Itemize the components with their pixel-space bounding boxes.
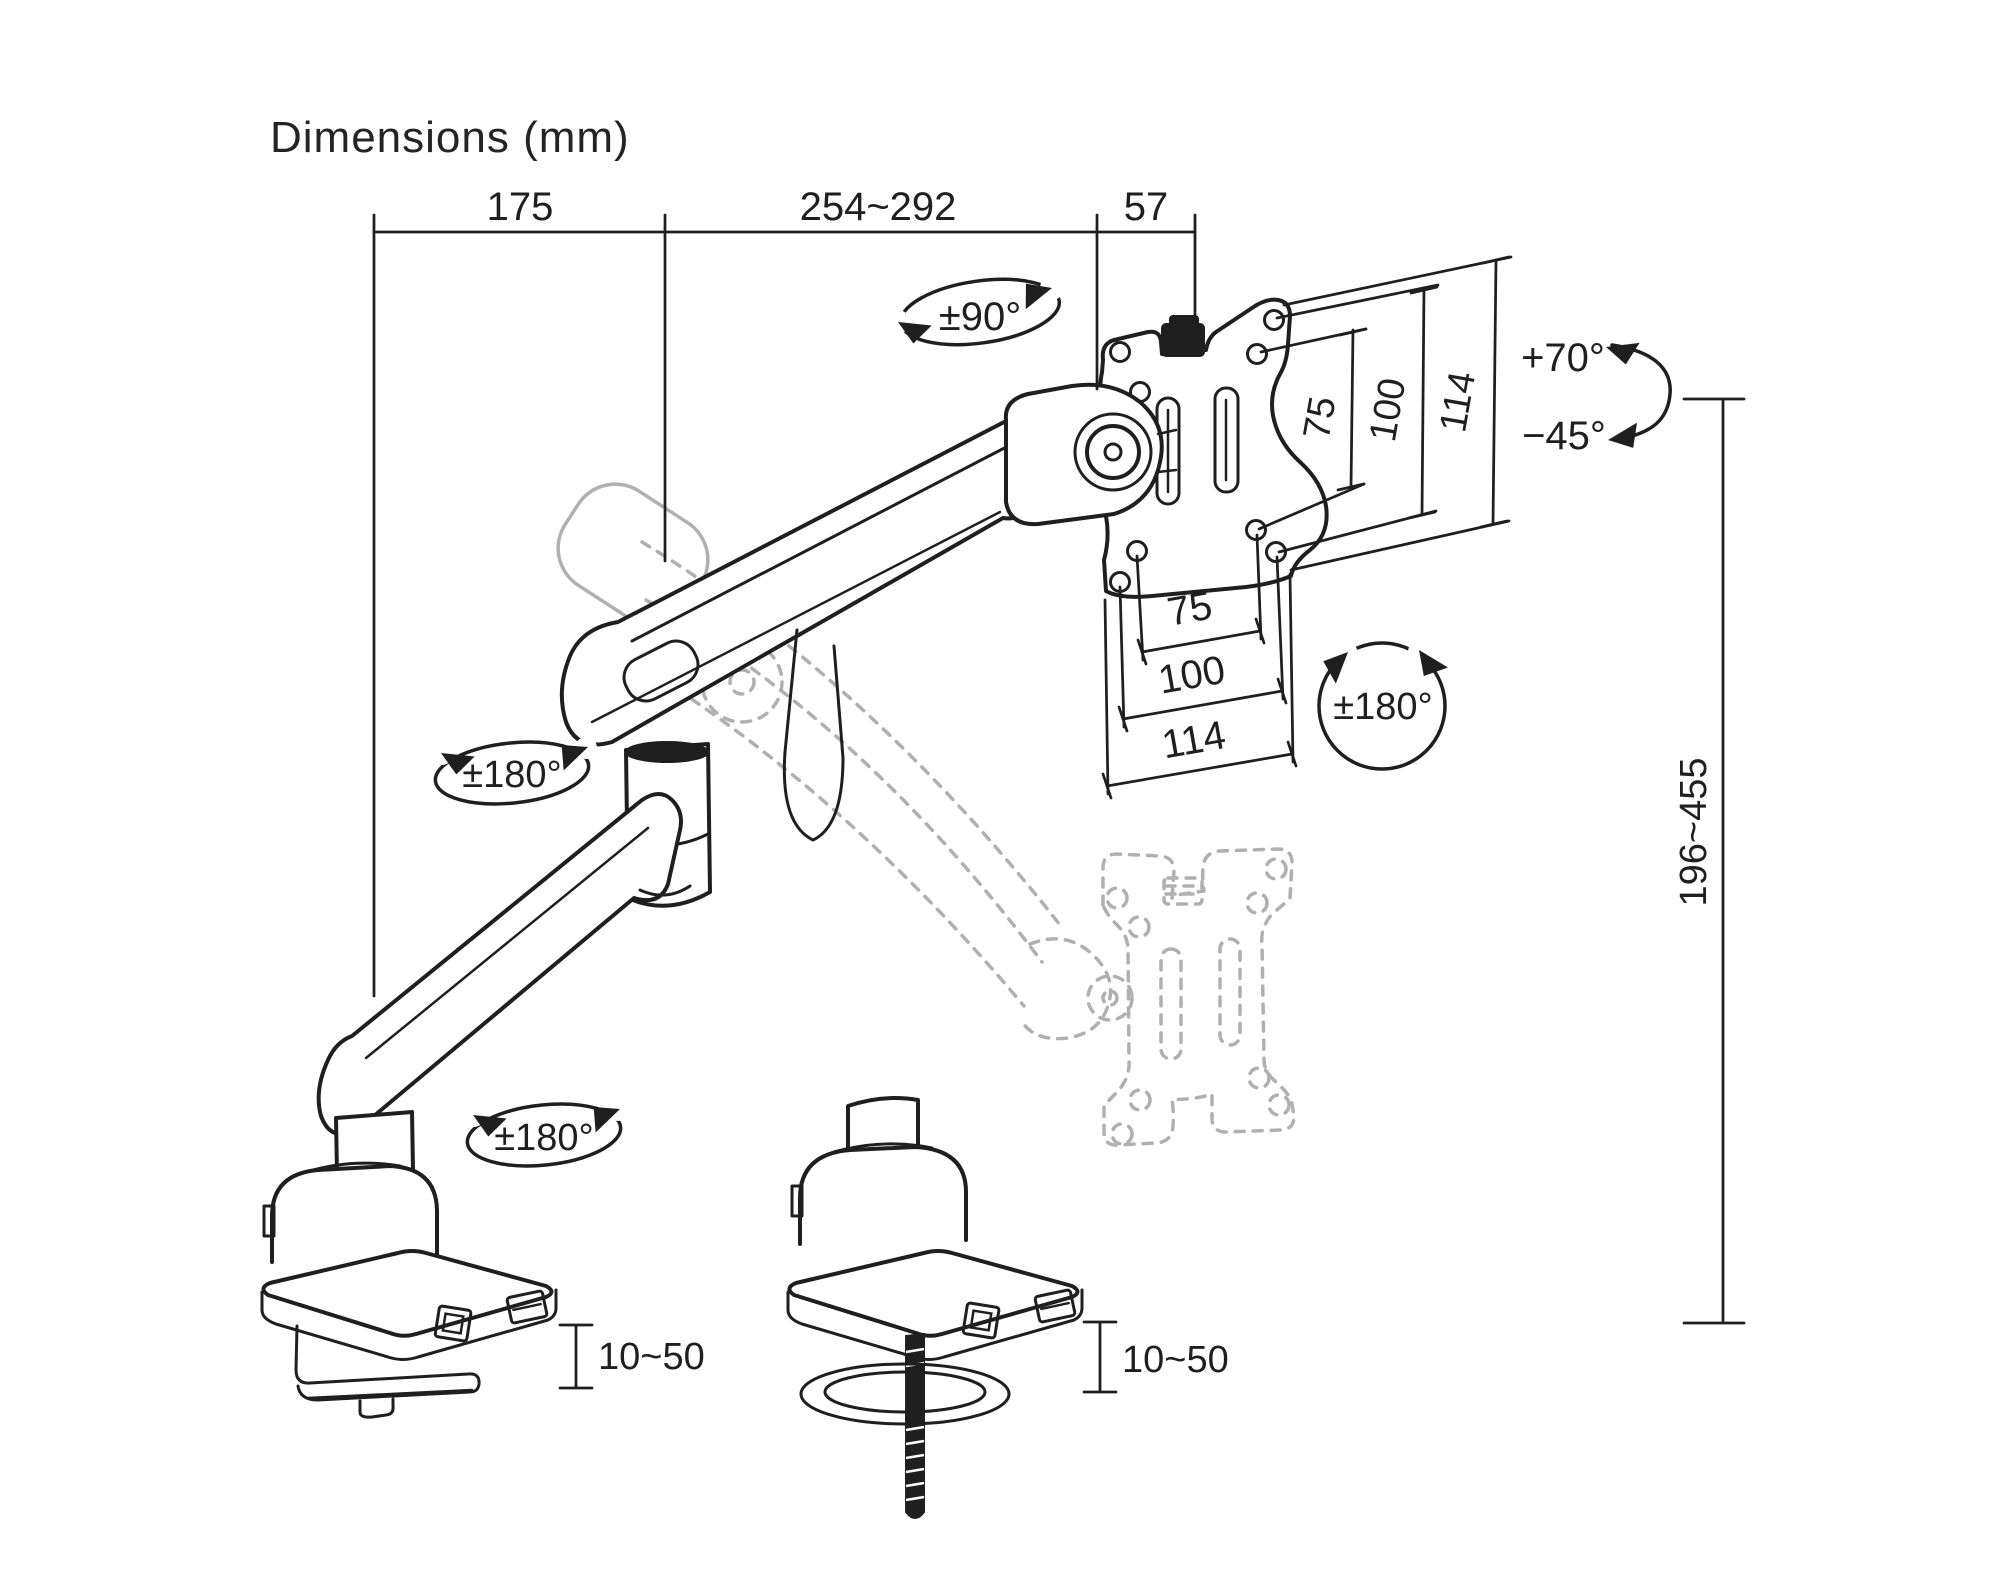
rot-base-label: ±180° (494, 1117, 593, 1159)
arm-rotation-ellipse (433, 740, 591, 806)
rot-swivel-label: ±90° (939, 295, 1021, 339)
upper-arm-cutout (622, 639, 700, 703)
usb-port-b-right-base (961, 1301, 1001, 1340)
page-title: Dimensions (mm) (270, 113, 630, 162)
rotation-annotations (431, 275, 1672, 1168)
base-cap-notch (262, 1204, 276, 1238)
ghost-vesa-knob (1162, 876, 1204, 906)
grommet-range-label: 10~50 (1122, 1339, 1229, 1381)
usb-port-a-left-base (505, 1289, 549, 1325)
ghost-arm-lowered-position (556, 482, 1296, 1147)
clamp-range-bracket (558, 1323, 594, 1390)
cable-hook (782, 628, 845, 842)
base-cap-seam (304, 1161, 402, 1174)
base-platform-rim (260, 1288, 558, 1361)
threaded-rod (905, 1332, 925, 1519)
grommet-platform-rim (786, 1288, 1084, 1361)
vesa-h-outer-label: 100 (1155, 648, 1228, 703)
dim-arm-reach: 254~292 (800, 185, 957, 229)
quick-release-knob (1161, 323, 1205, 357)
tilt-arrow-arc (1610, 343, 1672, 442)
usb-port-b-left-base (433, 1304, 473, 1343)
upper-arm-seam (590, 510, 1002, 724)
grommet-range-bracket (1082, 1320, 1118, 1394)
vesa-v-plate-label: 114 (1432, 368, 1484, 435)
vesa-rotation-circle (1317, 641, 1447, 771)
ghost-pivot-hole (1101, 989, 1119, 1007)
ghost-head-bracket (1020, 937, 1113, 1041)
vesa-slot-right (1213, 386, 1240, 494)
lower-arm (316, 792, 683, 1136)
head-pivot-rim (1073, 412, 1153, 492)
rot-tilt-up-label: +70° (1521, 336, 1605, 380)
usb-port-a-right-base (1033, 1288, 1077, 1324)
grommet-cap (798, 1145, 968, 1246)
vesa-v-outer-label: 100 (1362, 375, 1414, 445)
ghost-vesa-slot-right (1218, 937, 1242, 1047)
base-cap (270, 1164, 439, 1264)
vesa-h-plate-label: 114 (1159, 713, 1229, 767)
vesa-v-inner-label: 75 (1296, 393, 1345, 442)
vesa-h-inner-label: 75 (1164, 584, 1215, 635)
head-plate-link (1156, 428, 1178, 474)
grommet-ring-inner (823, 1370, 987, 1414)
head-pivot-hole (1103, 442, 1123, 462)
grommet-platform-top (787, 1249, 1080, 1338)
rot-arm-label: ±180° (462, 754, 561, 796)
elbow-column-ring (625, 741, 709, 763)
grommet-post-stub (846, 1096, 920, 1154)
ghost-vesa-slot-left (1159, 947, 1183, 1061)
clamp-range-label: 10~50 (598, 1336, 705, 1378)
dimension-lines (372, 213, 1746, 1394)
lower-arm-seam (364, 826, 650, 1060)
rot-vesa-label: ±180° (1333, 686, 1432, 728)
lower-arm-clevis (638, 884, 692, 897)
height-range-line (1682, 397, 1746, 1325)
base-platform-top (261, 1249, 554, 1338)
ghost-vesa-knob-threads (1164, 884, 1202, 896)
ghost-pivot (1086, 974, 1134, 1022)
grommet-base (786, 1096, 1084, 1519)
ghost-elbow-hole (728, 668, 756, 696)
monitor-arm (260, 297, 1329, 1519)
height-range-label: 196~455 (1673, 758, 1715, 907)
quick-release-knob-top (1169, 315, 1199, 327)
dim-base-to-elbow: 175 (487, 185, 554, 229)
grommet-ring-outer (799, 1362, 1011, 1426)
dim-head-offset: 57 (1124, 185, 1169, 229)
base-rotation-ellipse (465, 1102, 623, 1168)
ghost-upper-arm-seam (644, 598, 1044, 964)
upper-arm-top-strip (630, 440, 1018, 643)
head-pivot-disc (1085, 424, 1141, 480)
rot-tilt-down-label: −45° (1522, 414, 1606, 458)
desk-clamp (294, 1324, 481, 1419)
ghost-vesa-holes (1105, 857, 1291, 1146)
